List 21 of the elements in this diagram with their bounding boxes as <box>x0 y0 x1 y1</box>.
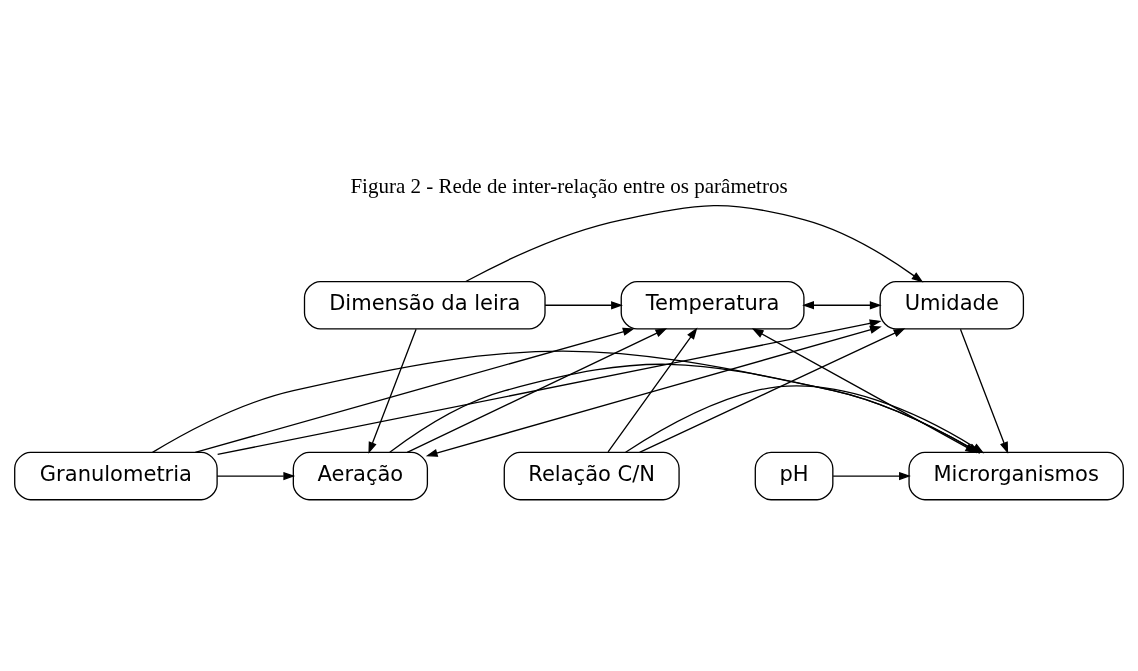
arrow <box>194 327 635 454</box>
arrow <box>465 205 924 283</box>
arrow <box>425 325 882 457</box>
arrow <box>217 319 882 456</box>
arrow <box>406 328 668 454</box>
arrow <box>368 328 417 454</box>
arrow <box>216 471 296 481</box>
node-box: Relação C/N <box>503 451 680 501</box>
node-box: Dimensão da leira <box>303 280 546 330</box>
node-box: Granulometria <box>14 451 218 501</box>
node-box: Temperatura <box>620 280 805 330</box>
arrow <box>607 327 698 453</box>
arrow <box>832 471 911 481</box>
diagram-title: Figura 2 - Rede de inter-relação entre os parâmetros <box>350 174 788 199</box>
node-box: Microrganismos <box>908 451 1124 501</box>
node-box: Aeração <box>292 451 429 501</box>
node-box: Umidade <box>879 280 1025 330</box>
arrow <box>802 301 882 310</box>
node-box: pH <box>754 451 834 501</box>
arrow <box>638 328 906 454</box>
arrow <box>544 301 623 310</box>
